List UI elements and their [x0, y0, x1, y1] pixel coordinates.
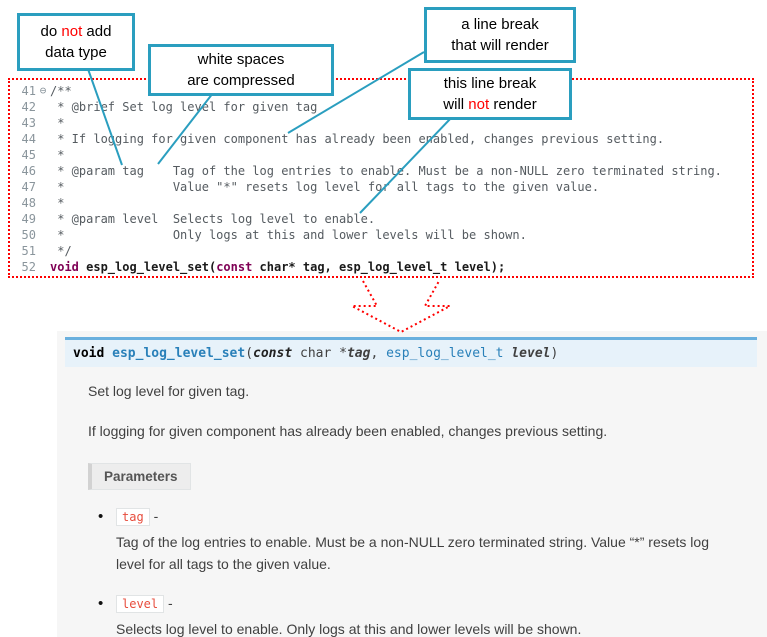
- function-signature: void esp_log_level_set(const char *tag, …: [65, 337, 757, 367]
- fold-gutter: [36, 163, 50, 179]
- code-text: * Only logs at this and lower levels wil…: [50, 228, 527, 242]
- callout-text-line: white spaces: [197, 51, 285, 68]
- code-line: 51 */: [10, 243, 752, 259]
- line-number: 49: [21, 212, 36, 226]
- param-name-code: level: [116, 595, 165, 613]
- parameter-head: level -: [116, 595, 743, 613]
- parameter-item: tag - Tag of the log entries to enable. M…: [98, 508, 743, 575]
- code-line: 48 *: [10, 195, 752, 211]
- description-text: If logging for given component has alrea…: [88, 423, 608, 439]
- line-number: 43: [21, 116, 36, 130]
- code-text: *: [50, 148, 65, 162]
- line-number: 41: [21, 84, 36, 98]
- code-lines: 41⊖/**42 * @brief Set log level for give…: [10, 83, 752, 275]
- param-separator: -: [164, 595, 173, 611]
- code-line: 52 void esp_log_level_set(const char* tag…: [10, 259, 752, 275]
- code-line: 50 * Only logs at this and lower levels …: [10, 227, 752, 243]
- doc-content: Set log level for given tag. If logging …: [57, 367, 767, 637]
- callout-text-line: that will render: [451, 37, 549, 54]
- code-line: 41⊖/**: [10, 83, 752, 99]
- line-number: 46: [21, 164, 36, 178]
- fold-gutter: [36, 243, 50, 259]
- code-text: *: [50, 116, 65, 130]
- down-arrow-dotted: [351, 280, 451, 334]
- code-line: 44 * If logging for given component has …: [10, 131, 752, 147]
- code-line: 43 *: [10, 115, 752, 131]
- parameter-head: tag -: [116, 508, 743, 526]
- param-separator: -: [149, 508, 159, 524]
- line-number: 48: [21, 196, 36, 210]
- callout-text-line: a line break: [461, 16, 539, 33]
- fold-gutter: [36, 259, 50, 275]
- code-line: 49 * @param level Selects log level to e…: [10, 211, 752, 227]
- param-description: Selects log level to enable. Only logs a…: [116, 621, 582, 637]
- fold-gutter: [36, 99, 50, 115]
- parameters-header: Parameters: [88, 463, 191, 490]
- line-number: 47: [21, 180, 36, 194]
- line-number: 44: [21, 132, 36, 146]
- rendered-docs-panel: void esp_log_level_set(const char *tag, …: [57, 331, 767, 637]
- brief-text: Set log level for given tag.: [88, 383, 250, 399]
- callout-text-line: this line break: [443, 75, 537, 92]
- callout-text-line: are compressed: [187, 72, 295, 89]
- callout-text-line: data type: [45, 44, 107, 61]
- fold-gutter: [36, 147, 50, 163]
- callout-line-break-renders: a line break that will render: [424, 7, 576, 63]
- code-text: * @param level Selects log level to enab…: [50, 212, 376, 226]
- line-number: 50: [21, 228, 36, 242]
- fold-gutter: [36, 131, 50, 147]
- fold-gutter: [36, 115, 50, 131]
- code-line: 46 * @param tag Tag of the log entries t…: [10, 163, 752, 179]
- code-line: 45 *: [10, 147, 752, 163]
- fold-gutter: [36, 179, 50, 195]
- line-number: 52: [21, 260, 36, 274]
- callout-white-spaces-compressed: white spaces are compressed: [148, 44, 334, 96]
- code-text: * @param tag Tag of the log entries to e…: [50, 164, 722, 178]
- code-fold-icon[interactable]: ⊖: [39, 84, 47, 97]
- code-line: 47 * Value "*" resets log level for all …: [10, 179, 752, 195]
- code-text: /**: [50, 84, 72, 98]
- line-number: 42: [21, 100, 36, 114]
- callout-do-not-add-data-type: do not add data type: [17, 13, 135, 71]
- param-description: Tag of the log entries to enable. Must b…: [116, 534, 709, 572]
- code-text: * If logging for given component has alr…: [50, 132, 665, 146]
- code-text: * @brief Set log level for given tag: [50, 100, 318, 114]
- code-text: * Value "*" resets log level for all tag…: [50, 180, 600, 194]
- parameters-list: tag - Tag of the log entries to enable. M…: [88, 508, 743, 637]
- callout-text-line: do not add: [40, 23, 112, 40]
- callout-line-break-not-render: this line break will not render: [408, 68, 572, 120]
- code-line: 42 * @brief Set log level for given tag: [10, 99, 752, 115]
- parameter-item: level - Selects log level to enable. Only…: [98, 595, 743, 637]
- param-name-code: tag: [116, 508, 150, 526]
- source-code-snippet: 41⊖/**42 * @brief Set log level for give…: [8, 78, 754, 278]
- code-text: */: [50, 244, 72, 258]
- line-number: 51: [21, 244, 36, 258]
- code-text: void esp_log_level_set(const char* tag, …: [50, 260, 506, 274]
- code-text: *: [50, 196, 65, 210]
- line-number: 45: [21, 148, 36, 162]
- fold-gutter: [36, 195, 50, 211]
- fold-gutter: [36, 211, 50, 227]
- callout-text-line: will not render: [443, 96, 537, 113]
- fold-gutter: [36, 227, 50, 243]
